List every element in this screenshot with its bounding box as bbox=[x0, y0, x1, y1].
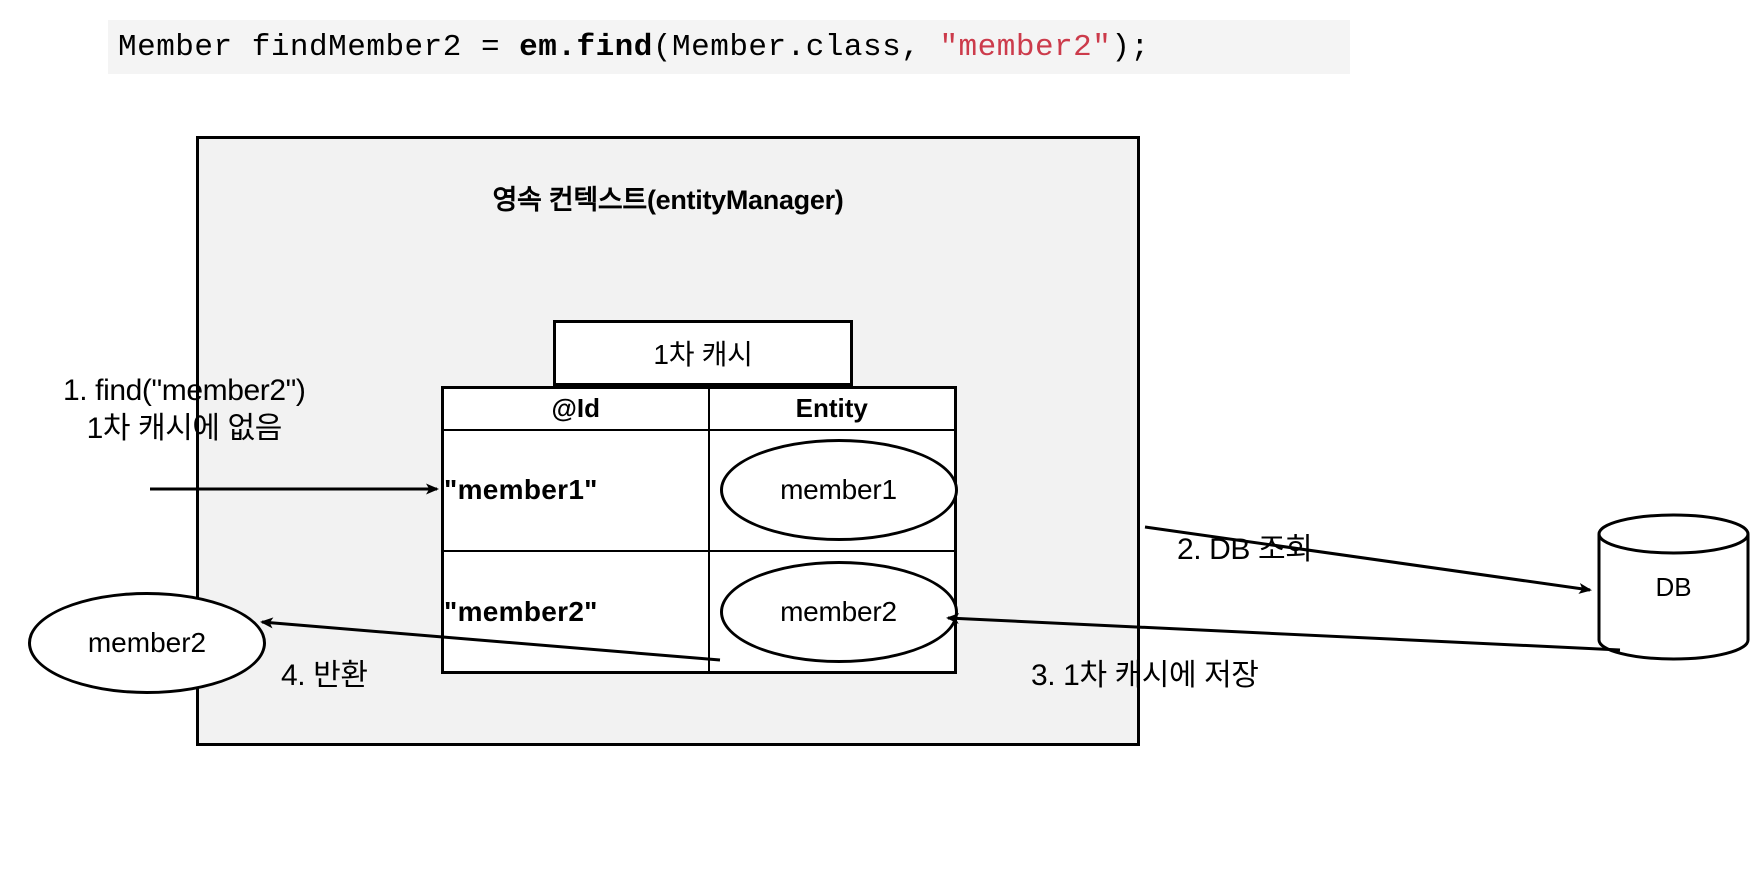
first-level-cache-label: 1차 캐시 bbox=[653, 339, 753, 370]
entity-oval-label: member1 bbox=[780, 474, 897, 506]
cell-id-member1: "member1" bbox=[441, 428, 710, 552]
table-row: "member2" member2 bbox=[441, 550, 958, 674]
table-row: "member1" member1 bbox=[441, 428, 958, 552]
step-1-line-1: 1. find("member2") bbox=[63, 374, 306, 407]
code-args-open: (Member.class, bbox=[652, 29, 940, 65]
step-1-label: 1. find("member2") 1차 캐시에 없음 bbox=[63, 372, 306, 449]
database-label: DB bbox=[1655, 571, 1692, 602]
table-header-row: @Id Entity bbox=[441, 387, 957, 431]
step-4-label: 4. 반환 bbox=[281, 659, 368, 692]
code-prefix: Member findMember2 = bbox=[118, 29, 520, 65]
first-level-cache-table: @Id Entity "member1" member1 "member2" m… bbox=[441, 386, 958, 674]
entity-oval-member2: member2 bbox=[719, 560, 958, 663]
database-cylinder: DB bbox=[1596, 512, 1751, 662]
persistence-context-title: 영속 컨텍스트(entityManager) bbox=[492, 185, 844, 215]
code-method: em.find bbox=[519, 29, 653, 65]
cell-entity-member1: member1 bbox=[707, 428, 958, 552]
column-header-entity: Entity bbox=[707, 387, 957, 431]
step-3-label: 3. 1차 캐시에 저장 bbox=[1031, 659, 1259, 692]
cell-id-member2: "member2" bbox=[441, 550, 710, 674]
returned-entity-oval: member2 bbox=[28, 592, 266, 694]
first-level-cache-caption: 1차 캐시 bbox=[553, 320, 853, 386]
code-args-close: ); bbox=[1111, 29, 1150, 65]
step-1-line-2: 1차 캐시에 없음 bbox=[86, 412, 283, 446]
code-string-literal: "member2" bbox=[939, 29, 1112, 65]
returned-entity-label: member2 bbox=[87, 627, 207, 658]
step-2-label: 2. DB 조회 bbox=[1177, 533, 1313, 566]
entity-oval-member1: member1 bbox=[719, 439, 958, 542]
cell-entity-member2: member2 bbox=[707, 550, 958, 674]
code-snippet: Member findMember2 = em.find(Member.clas… bbox=[108, 20, 1350, 74]
entity-oval-label: member2 bbox=[780, 595, 897, 627]
column-header-id: @Id bbox=[441, 387, 710, 431]
